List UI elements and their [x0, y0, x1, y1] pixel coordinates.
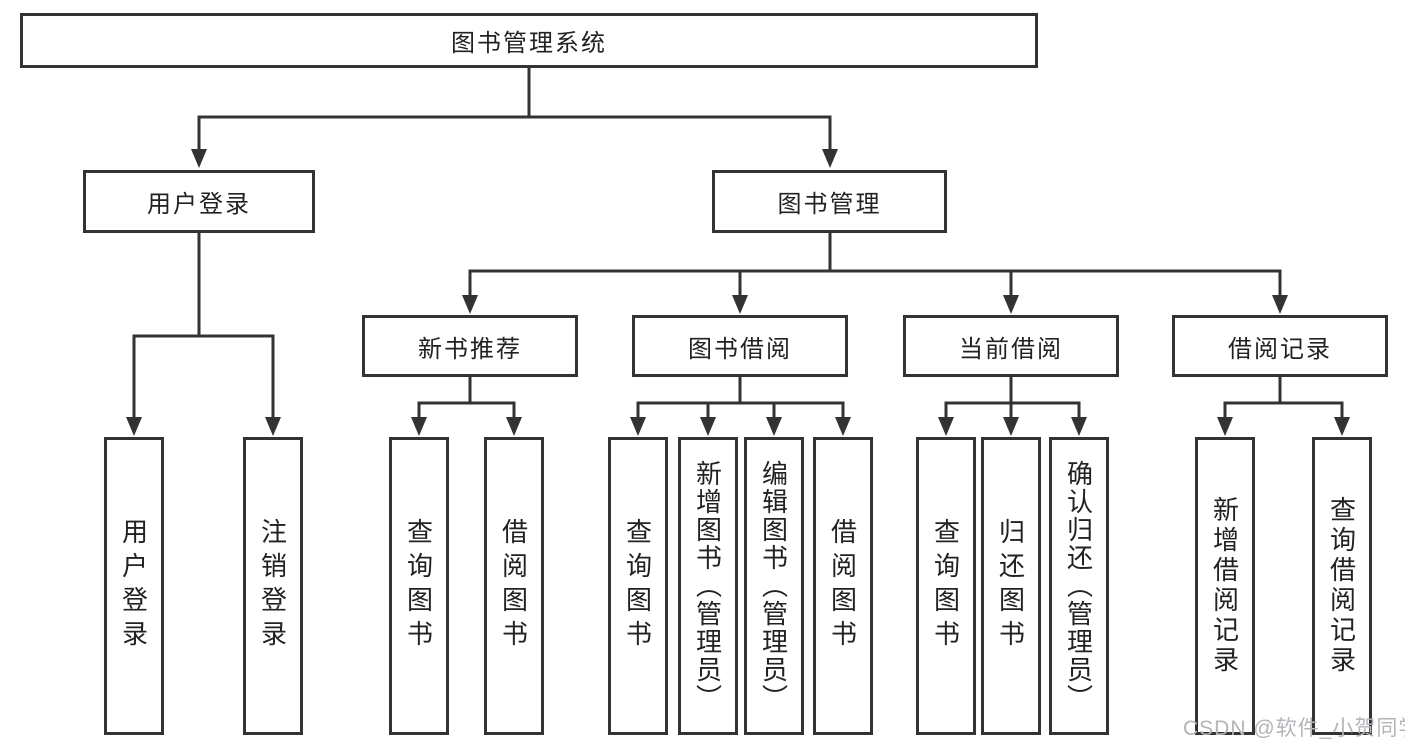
node-book-borrow: 图书借阅	[632, 315, 848, 377]
leaf-user-login: 用户登录	[104, 437, 164, 735]
arrowhead-group	[126, 149, 1350, 436]
node-label: 归还图书	[995, 518, 1026, 654]
node-label: 图书借阅	[688, 335, 792, 363]
leaf-query-books-recommend: 查询图书	[389, 437, 449, 735]
node-label: 新增图书（管理员）	[692, 460, 723, 712]
node-label: 新增借阅记录	[1209, 496, 1240, 676]
node-label: 图书管理系统	[451, 30, 607, 57]
leaf-query-books-borrow: 查询图书	[608, 437, 668, 735]
leaf-query-borrow-record: 查询借阅记录	[1312, 437, 1372, 735]
node-label: 借阅图书	[498, 518, 529, 654]
node-label: 图书管理	[777, 191, 882, 218]
leaf-logout: 注销登录	[243, 437, 303, 735]
leaf-borrow-books-recommend: 借阅图书	[484, 437, 544, 735]
node-book-management: 图书管理	[712, 170, 947, 233]
leaf-confirm-return-admin: 确认归还（管理员）	[1049, 437, 1109, 735]
node-library-management-system: 图书管理系统	[20, 13, 1038, 68]
leaf-borrow-books: 借阅图书	[813, 437, 873, 735]
node-label: 查询图书	[403, 518, 434, 654]
node-label: 借阅记录	[1228, 335, 1332, 363]
node-current-borrow: 当前借阅	[903, 315, 1119, 377]
leaf-add-books-admin: 新增图书（管理员）	[678, 437, 738, 735]
node-label: 新书推荐	[418, 335, 522, 363]
leaf-edit-books-admin: 编辑图书（管理员）	[744, 437, 804, 735]
node-new-book-recommend: 新书推荐	[362, 315, 578, 377]
node-label: 借阅图书	[827, 518, 858, 654]
node-label: 编辑图书（管理员）	[758, 460, 789, 712]
leaf-add-borrow-record: 新增借阅记录	[1195, 437, 1255, 735]
node-label: 确认归还（管理员）	[1063, 460, 1094, 712]
node-label: 用户登录	[147, 191, 251, 218]
node-label: 注销登录	[257, 518, 288, 654]
node-label: 查询借阅记录	[1326, 496, 1357, 676]
node-borrow-records: 借阅记录	[1172, 315, 1388, 377]
node-label: 当前借阅	[959, 335, 1063, 363]
node-label: 查询图书	[930, 518, 961, 654]
node-user-login: 用户登录	[83, 170, 315, 233]
node-label: 用户登录	[118, 518, 149, 654]
csdn-watermark: CSDN @软件_小贺同学	[1183, 717, 1405, 740]
leaf-query-books-current: 查询图书	[916, 437, 976, 735]
leaf-return-books: 归还图书	[981, 437, 1041, 735]
node-label: 查询图书	[622, 518, 653, 654]
